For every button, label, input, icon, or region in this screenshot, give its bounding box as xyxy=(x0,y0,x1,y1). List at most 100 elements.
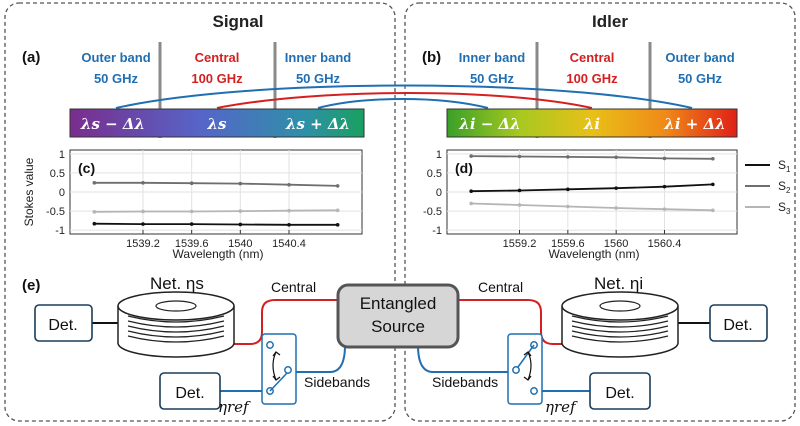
signal-bar-label-left: λs − Δλ xyxy=(80,115,145,133)
chart-c-series-s1-point xyxy=(238,222,243,227)
signal-central-label: Central xyxy=(271,279,316,295)
signal-band-outer-name: Outer band xyxy=(81,50,150,65)
signal-bar-label-right: λs + Δλ xyxy=(285,115,350,133)
signal-band-central-name: Central xyxy=(195,50,240,65)
signal-band-inner-name: Inner band xyxy=(285,50,352,65)
chart-c-series-s3-point xyxy=(238,209,243,213)
idler-network-label: Net. ηi xyxy=(594,274,643,293)
idler-detector-ref-label: Det. xyxy=(605,385,634,402)
chart-d-series-s1-point xyxy=(662,184,667,189)
chart-d-series-s2-point xyxy=(469,154,473,158)
signal-network-label: Net. ηs xyxy=(150,274,204,293)
chart-d-series-s3-point xyxy=(614,206,618,210)
chart-c-series-s1-point xyxy=(92,221,97,226)
idler-central-fiber xyxy=(458,299,570,345)
chart-d-series-s1-point xyxy=(517,188,522,193)
chart-c-series-s2-point xyxy=(238,181,243,186)
chart-c-series-s1-point xyxy=(189,222,194,226)
panel-label-e: (e) xyxy=(22,277,40,294)
idler-band-central-name: Central xyxy=(570,50,615,65)
idler-sideband-fiber xyxy=(417,344,510,373)
idler-detector-main-label: Det. xyxy=(723,317,752,334)
signal-central-fiber xyxy=(232,299,338,345)
panel-label-d: (d) xyxy=(455,160,473,176)
chart-c-series xyxy=(92,181,340,227)
entangled-source-line1: Entangled xyxy=(360,294,437,313)
chart-d-grid xyxy=(447,150,737,234)
chart-d-series-s2-point xyxy=(517,154,522,159)
chart-d-series-s1-point xyxy=(711,182,715,187)
panel-label-c: (c) xyxy=(78,160,95,176)
idler-bar-labels: λi − Δλ λi λi + Δλ xyxy=(458,115,725,133)
chart-d-series-s3-point xyxy=(517,203,522,207)
chart-c-series-s3-point xyxy=(335,208,340,213)
panel-label-b: (b) xyxy=(422,49,441,66)
panel-label-a: (a) xyxy=(22,49,40,66)
fiber-paths xyxy=(92,299,710,392)
chart-d-series-s2-point xyxy=(711,156,715,161)
chart-c-xtick-label: 1539.6 xyxy=(175,238,209,250)
signal-title: Signal xyxy=(212,12,263,31)
idler-central-label: Central xyxy=(478,279,523,295)
idler-wavelength-bar xyxy=(446,108,738,138)
idler-band-outer-freq: 50 GHz xyxy=(678,71,723,86)
outer-band-arc xyxy=(115,84,693,109)
chart-d-xtick-label: 1559.6 xyxy=(551,238,585,250)
idler-fiber-spool xyxy=(561,291,679,358)
central-band-arc xyxy=(216,92,593,109)
entangled-source-line2: Source xyxy=(371,317,425,336)
signal-panel xyxy=(4,2,396,422)
chart-d-ytick-label: 0.5 xyxy=(427,168,442,180)
chart-d-series-s1-point xyxy=(469,189,473,194)
idler-detector-ref: Det. xyxy=(589,372,651,410)
signal-wavelength-bar xyxy=(69,108,365,138)
chart-c-series-s3-point xyxy=(141,209,145,214)
idler-optical-switch xyxy=(507,333,543,405)
chart-d-ytick-label: 1 xyxy=(436,149,442,161)
idler-band-central-freq: 100 GHz xyxy=(566,71,618,86)
chart-d-ytick-label: 0 xyxy=(436,187,442,199)
chart-c-series-s1-point xyxy=(287,223,291,227)
chart-d-series-s2-point xyxy=(662,156,667,161)
idler-bar-label-left: λi − Δλ xyxy=(458,115,520,133)
chart-c-xtick-label: 1540.4 xyxy=(272,238,306,250)
chart-d-xtick-label: 1559.2 xyxy=(503,238,537,250)
chart-d-series-s2-line xyxy=(471,155,713,160)
signal-bar-labels: λs − Δλ λs λs + Δλ xyxy=(80,115,350,133)
chart-c-ytick-label: 1 xyxy=(59,149,65,161)
chart-d-ytick-label: -1 xyxy=(432,225,442,237)
idler-bar-label-mid: λi xyxy=(583,115,601,133)
chart-c-series-s1-point xyxy=(141,222,145,226)
signal-optical-switch xyxy=(261,333,297,405)
signal-eta-ref-label: ηref xyxy=(218,398,251,416)
legend-s3-label: S3 xyxy=(778,200,791,216)
chart-c-series-s2-point xyxy=(141,181,145,185)
chart-d-yticks: 10.50-0.5-1 xyxy=(423,149,442,237)
chart-d-series-s3-line xyxy=(471,202,713,212)
chart-c-series-s2-line xyxy=(94,181,338,187)
chart-c-ytick-label: -1 xyxy=(55,225,65,237)
idler-band-inner-freq: 50 GHz xyxy=(470,71,515,86)
chart-c-xtick-label: 1540 xyxy=(228,238,252,250)
chart-d-series-s3-point xyxy=(566,204,570,209)
idler-eta-ref-label: ηref xyxy=(545,398,578,416)
chart-c-ytick-label: 0.5 xyxy=(50,168,65,180)
chart-c-series-s2-point xyxy=(335,184,340,188)
chart-d-xtick-label: 1560 xyxy=(604,238,628,250)
chart-c-xlabel: Wavelength (nm) xyxy=(173,247,264,261)
chart-d-series-s3-point xyxy=(469,201,473,206)
signal-sideband-fiber xyxy=(295,344,346,373)
idler-detector-main: Det. xyxy=(709,304,768,342)
chart-d-series-s1-point xyxy=(614,186,618,190)
signal-band-inner-freq: 50 GHz xyxy=(296,71,341,86)
signal-detector-main-label: Det. xyxy=(48,317,77,334)
chart-c-series-s3-line xyxy=(94,209,338,213)
idler-band-labels: Inner band 50 GHz Central 100 GHz Outer … xyxy=(459,50,735,86)
signal-detector-main: Det. xyxy=(34,304,93,342)
legend-s1-label: S1 xyxy=(778,158,791,174)
